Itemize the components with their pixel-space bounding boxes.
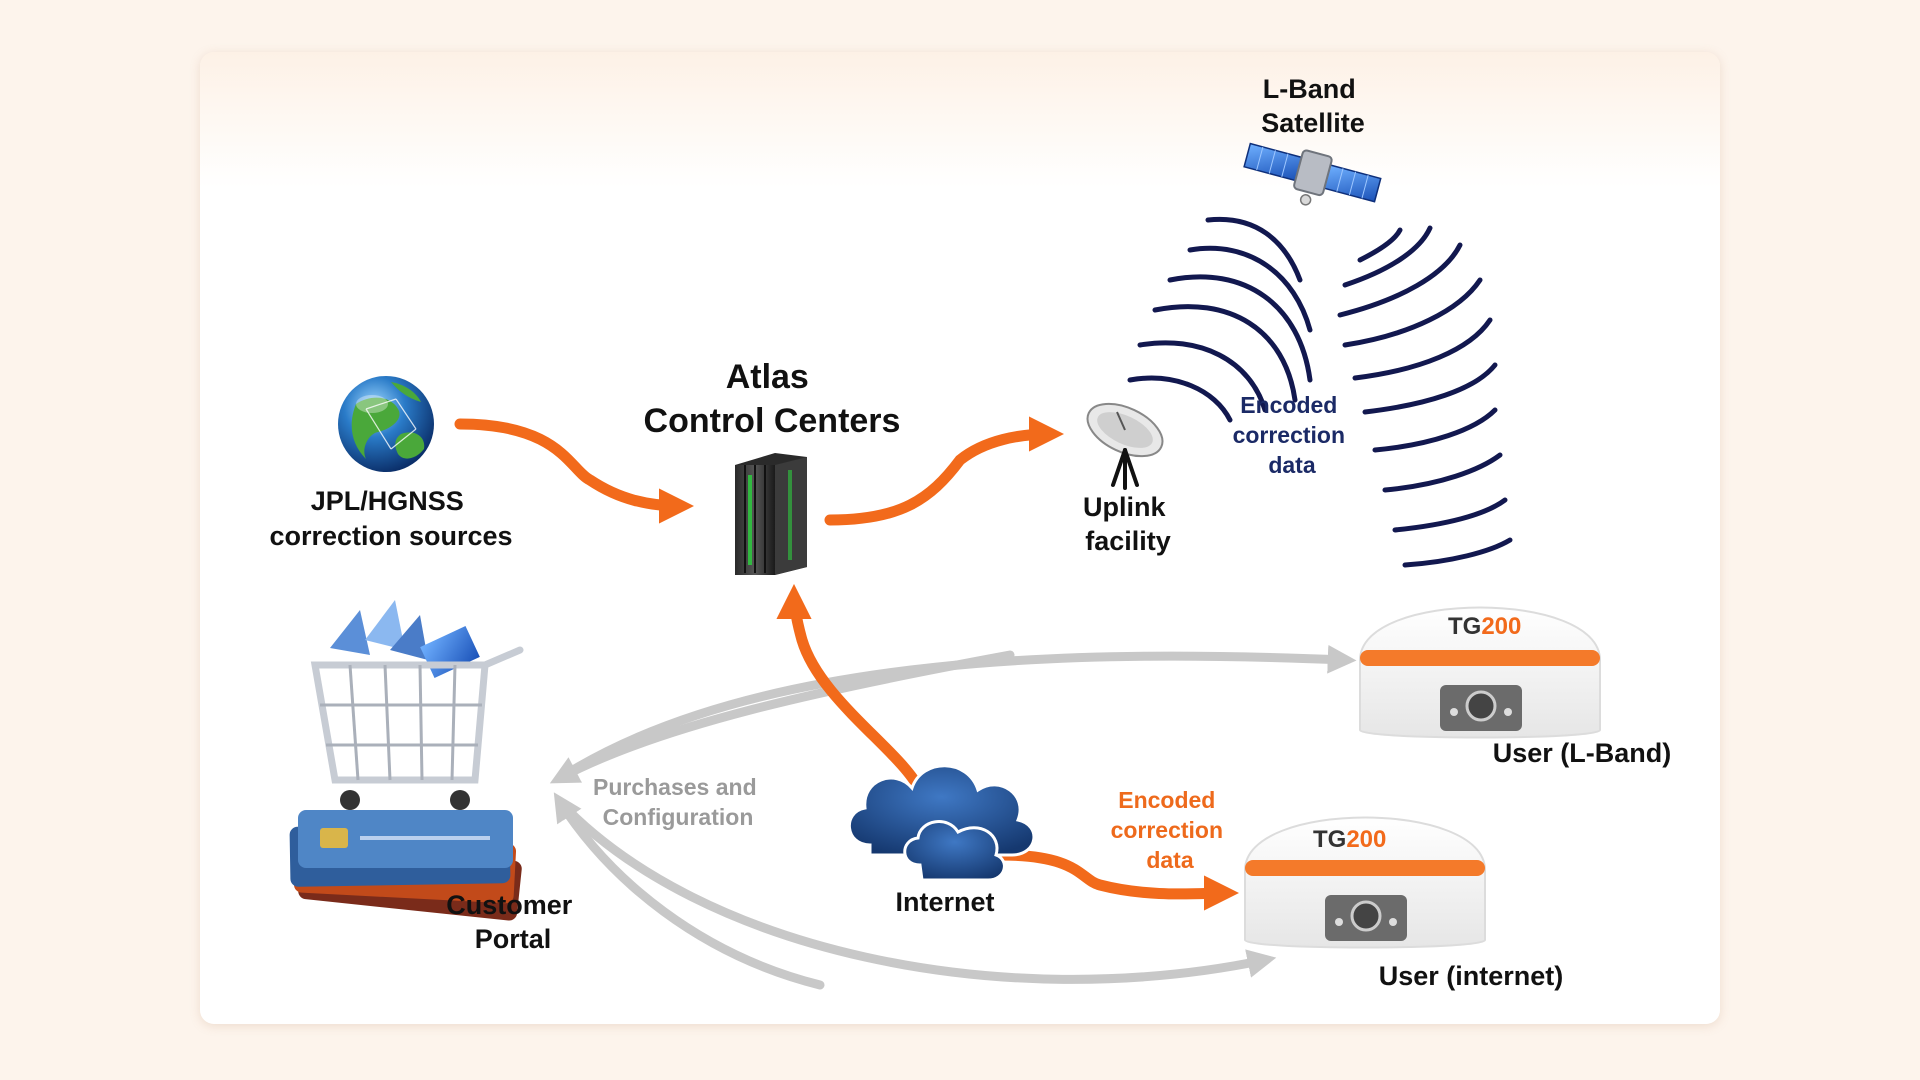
shopping-cart-icon <box>289 600 524 921</box>
data-flow-arrows <box>454 416 1240 911</box>
device-brand-prefix: TG <box>1313 826 1346 853</box>
purchase-arrows <box>549 644 1357 990</box>
arrow-internet-to-control <box>776 583 926 796</box>
arrow-control-to-uplink <box>824 416 1065 526</box>
arrow-to-user-internet <box>555 797 1277 984</box>
satellite-dish-icon <box>1086 402 1164 490</box>
lband-data-annotation: Encoded correction data <box>1233 392 1352 478</box>
internet-label: Internet <box>895 887 994 917</box>
portal-label: Customer Portal <box>446 890 580 954</box>
lband-signal-waves <box>1127 216 1513 568</box>
gnss-receiver-icon: TG200 <box>1359 606 1601 739</box>
control-label: Atlas Control Centers <box>644 358 901 440</box>
globe-icon <box>338 376 434 472</box>
device-brand-model: 200 <box>1481 613 1521 640</box>
device-brand-model: 200 <box>1346 826 1386 853</box>
satellite-icon <box>1243 142 1382 206</box>
arrow-back-to-portal-top <box>549 650 1015 784</box>
user-lband-label: User (L-Band) <box>1493 738 1672 768</box>
arrow-sources-to-control <box>454 418 695 524</box>
arrow-internet-to-user <box>994 849 1240 911</box>
sources-label: JPL/HGNSS correction sources <box>269 486 512 551</box>
server-rack-icon <box>735 453 807 575</box>
credit-cards <box>289 810 522 921</box>
device-brand-prefix: TG <box>1448 613 1481 640</box>
satellite-label: L-Band Satellite <box>1261 74 1365 138</box>
uplink-label: Uplink facility <box>1083 492 1173 556</box>
purchases-annotation: Purchases and Configuration <box>593 774 763 830</box>
arrow-back-to-portal-bottom <box>553 792 825 990</box>
node-labels: L-Band Satellite Atlas Control Centers J… <box>269 74 1671 991</box>
arrow-to-user-lband <box>555 644 1357 783</box>
gnss-receiver-icon: TG200 <box>1244 816 1486 949</box>
svg-text:TG200: TG200 <box>1448 613 1521 640</box>
internet-data-annotation: Encoded correction data <box>1111 787 1230 873</box>
svg-text:TG200: TG200 <box>1313 826 1386 853</box>
cloud-icon <box>848 764 1036 882</box>
user-internet-label: User (internet) <box>1379 961 1564 991</box>
